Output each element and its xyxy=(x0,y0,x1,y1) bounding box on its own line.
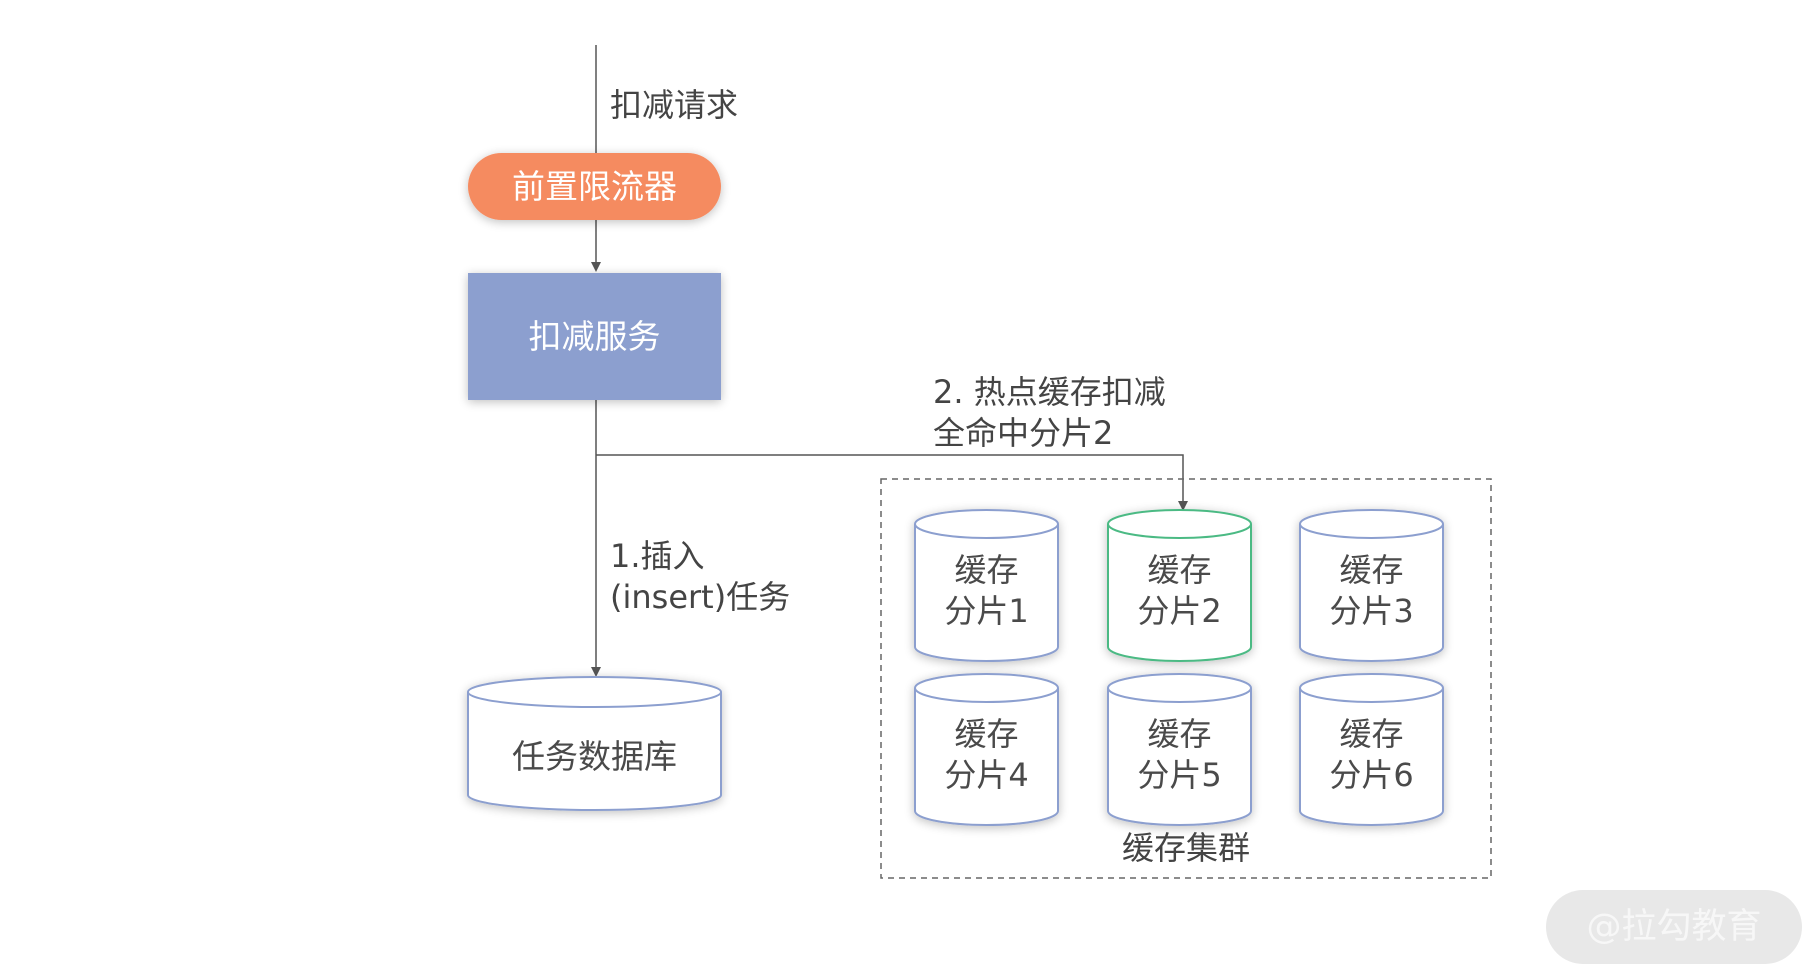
cache-shard-label-line1: 缓存 xyxy=(1147,715,1212,753)
limiter-node xyxy=(468,153,721,220)
cache-shard-label-line2: 分片3 xyxy=(1329,592,1414,630)
cache-shard-3 xyxy=(1299,509,1444,662)
cache-shard-1 xyxy=(914,509,1059,662)
cache-shard-label-line2: 分片1 xyxy=(944,592,1029,630)
service-to-shard2-arrow xyxy=(596,454,1188,511)
cache-edge-label-line1: 2. 热点缓存扣减 xyxy=(933,373,1166,411)
cache-cluster-label: 缓存集群 xyxy=(1121,829,1250,867)
cache-shard-label-line2: 分片2 xyxy=(1137,592,1222,630)
service-node xyxy=(468,273,721,400)
cache-shard-6 xyxy=(1299,673,1444,826)
cache-edge-label-line2: 全命中分片2 xyxy=(933,414,1114,452)
cache-shard-4 xyxy=(914,673,1059,826)
cache-shard-label-line2: 分片4 xyxy=(944,756,1029,794)
cache-cluster-frame xyxy=(880,478,1492,879)
task-db-label: 任务数据库 xyxy=(512,737,677,776)
insert-edge-label-line2: (insert)任务 xyxy=(610,578,791,616)
cache-shard-label-line1: 缓存 xyxy=(954,715,1019,753)
insert-edge-label-line1: 1.插入 xyxy=(610,537,705,575)
cache-shard-label-line2: 分片6 xyxy=(1329,756,1414,794)
request-label: 扣减请求 xyxy=(610,86,739,124)
cache-shard-label-line1: 缓存 xyxy=(1339,715,1404,753)
service-label: 扣减服务 xyxy=(528,317,661,356)
cache-shard-label-line1: 缓存 xyxy=(1147,551,1212,589)
cache-shard-label-line2: 分片5 xyxy=(1137,756,1222,794)
cache-shard-5 xyxy=(1107,673,1252,826)
cache-shard-label-line1: 缓存 xyxy=(1339,551,1404,589)
task-db-node xyxy=(467,676,722,811)
limiter-label: 前置限流器 xyxy=(512,167,677,206)
watermark: @拉勾教育 xyxy=(1546,890,1802,964)
cache-shard-2 xyxy=(1107,509,1252,662)
cache-shard-label-line1: 缓存 xyxy=(954,551,1019,589)
